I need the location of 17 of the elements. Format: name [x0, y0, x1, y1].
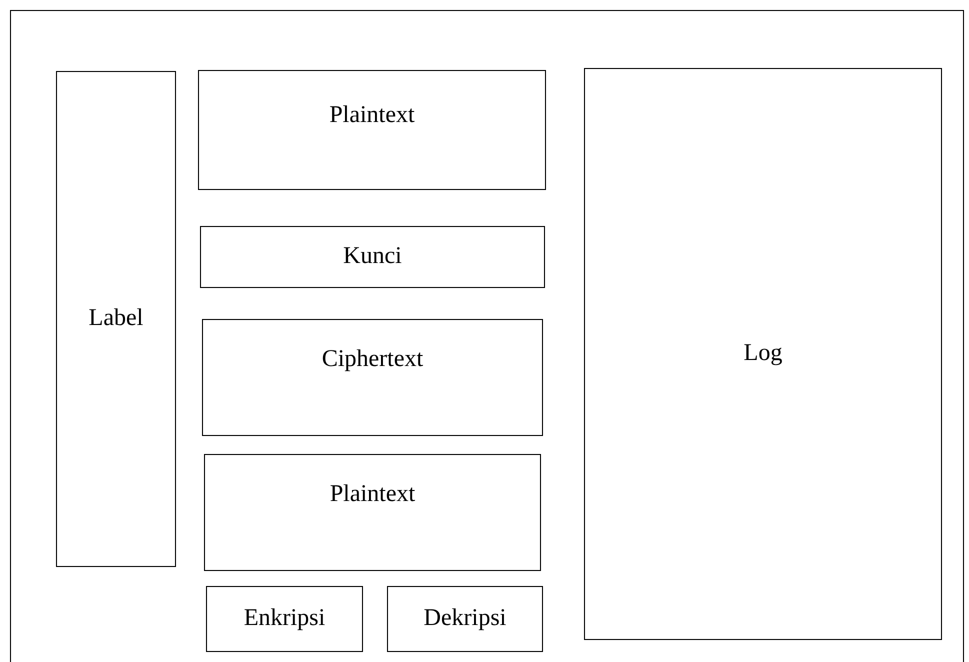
ui-area-box	[387, 586, 543, 652]
ui-area-box	[204, 454, 541, 571]
area-label: Ciphertext	[322, 346, 424, 374]
ui-area-box	[206, 586, 363, 652]
area-label: Kunci	[343, 243, 402, 271]
area-label: Log	[744, 340, 782, 368]
ui-area-box	[202, 319, 543, 436]
area-label: Enkripsi	[244, 605, 326, 633]
ui-area-box	[56, 71, 176, 567]
area-label: Label	[88, 305, 144, 333]
area-label: Plaintext	[329, 102, 415, 130]
area-label: Dekripsi	[424, 605, 506, 633]
ui-area-box	[198, 70, 546, 190]
window-frame	[10, 10, 964, 662]
ui-area-box	[200, 226, 545, 288]
ui-area-box	[584, 68, 942, 640]
area-label: Plaintext	[330, 481, 416, 509]
